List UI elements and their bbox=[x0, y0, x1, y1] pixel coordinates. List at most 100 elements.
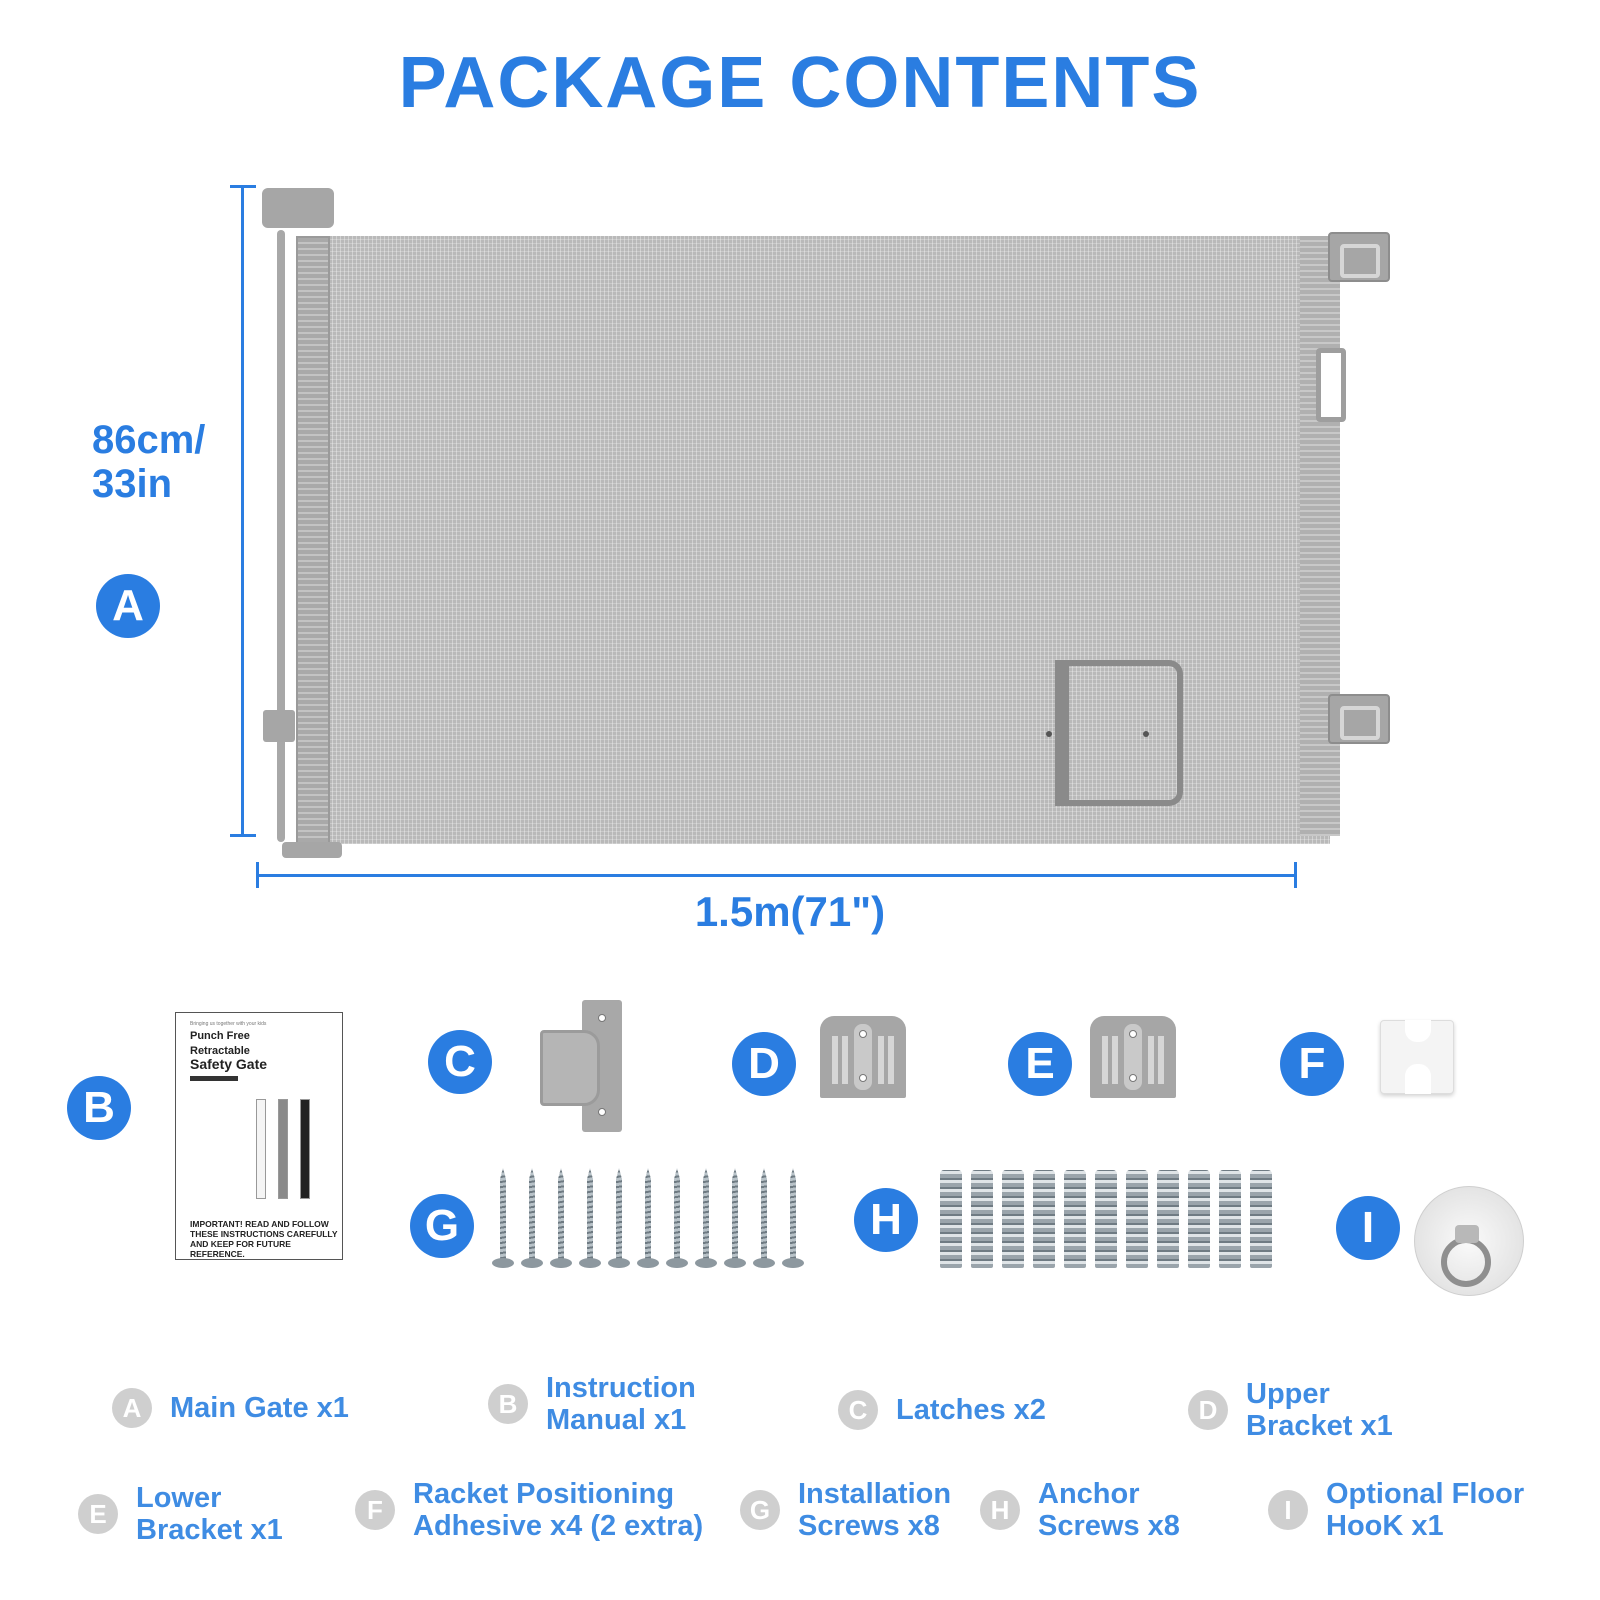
legend-text-d: Upper Bracket x1 bbox=[1246, 1378, 1393, 1442]
upper-bracket-part bbox=[820, 1016, 906, 1098]
legend-badge-b: B bbox=[488, 1384, 528, 1424]
anchor-icon bbox=[1033, 1170, 1055, 1268]
screw-icon bbox=[695, 1168, 717, 1270]
bracket-hole-top bbox=[859, 1030, 867, 1038]
anchor-icon bbox=[940, 1170, 962, 1268]
anchor-screws-part bbox=[940, 1170, 1280, 1274]
anchor-icon bbox=[1219, 1170, 1241, 1268]
anchor-icon bbox=[1002, 1170, 1024, 1268]
legend-text-h: Anchor Screws x8 bbox=[1038, 1478, 1180, 1542]
bracket-rib bbox=[1112, 1036, 1118, 1084]
anchor-icon bbox=[1064, 1170, 1086, 1268]
manual-warning: IMPORTANT! READ AND FOLLOW THESE INSTRUC… bbox=[190, 1219, 338, 1259]
badge-i: I bbox=[1336, 1196, 1400, 1260]
anchor-icon bbox=[1157, 1170, 1179, 1268]
installation-screws-part bbox=[488, 1168, 818, 1278]
bracket-rib bbox=[1148, 1036, 1154, 1084]
legend-item-g: G Installation Screws x8 bbox=[740, 1478, 951, 1542]
screw-icon bbox=[608, 1168, 630, 1270]
screw-icon bbox=[782, 1168, 804, 1270]
anchor-icon bbox=[1095, 1170, 1117, 1268]
legend-text-f: Racket Positioning Adhesive x4 (2 extra) bbox=[413, 1478, 704, 1542]
legend-badge-c: C bbox=[838, 1390, 878, 1430]
legend-text-b: Instruction Manual x1 bbox=[546, 1372, 696, 1436]
height-dimension-cap-bottom bbox=[230, 834, 256, 837]
screw-icon bbox=[753, 1168, 775, 1270]
gate-rod bbox=[277, 230, 285, 842]
bracket-slot bbox=[1124, 1024, 1142, 1090]
legend-item-d: D Upper Bracket x1 bbox=[1188, 1378, 1393, 1442]
adhesive-notch-bottom bbox=[1405, 1064, 1431, 1094]
bracket-hole-bottom bbox=[1129, 1074, 1137, 1082]
manual-tag bbox=[190, 1076, 238, 1081]
screw-icon bbox=[579, 1168, 601, 1270]
badge-b: B bbox=[67, 1076, 131, 1140]
gate-right-edge bbox=[1300, 236, 1340, 836]
width-dimension-line bbox=[256, 874, 1296, 877]
anchor-icon bbox=[1250, 1170, 1272, 1268]
height-label-text: 86cm/ 33in bbox=[92, 418, 206, 506]
legend-badge-a: A bbox=[112, 1388, 152, 1428]
bracket-rib bbox=[842, 1036, 848, 1084]
badge-g: G bbox=[410, 1194, 474, 1258]
adhesive-notch-top bbox=[1405, 1020, 1431, 1042]
screw-icon bbox=[666, 1168, 688, 1270]
latch-part bbox=[540, 1000, 632, 1132]
manual-bar-grey bbox=[278, 1099, 288, 1199]
manual-bar-white bbox=[256, 1099, 266, 1199]
legend-text-c: Latches x2 bbox=[896, 1394, 1046, 1426]
badge-f: F bbox=[1280, 1032, 1344, 1096]
manual-title-line2: Retractable bbox=[190, 1045, 250, 1057]
bracket-slot bbox=[854, 1024, 872, 1090]
door-dot-right bbox=[1143, 731, 1149, 737]
legend-badge-d: D bbox=[1188, 1390, 1228, 1430]
legend-item-e: E Lower Bracket x1 bbox=[78, 1482, 283, 1546]
bracket-rib bbox=[888, 1036, 894, 1084]
badge-d: D bbox=[732, 1032, 796, 1096]
manual-illustration bbox=[256, 1099, 326, 1209]
page-title: PACKAGE CONTENTS bbox=[398, 43, 1202, 123]
legend-text-e: Lower Bracket x1 bbox=[136, 1482, 283, 1546]
bracket-rib bbox=[832, 1036, 838, 1084]
anchor-icon bbox=[971, 1170, 993, 1268]
latch-hole-bottom bbox=[598, 1108, 606, 1116]
floor-hook-part bbox=[1414, 1186, 1524, 1296]
gate-lower-bracket bbox=[1328, 694, 1390, 744]
instruction-manual: Bringing us together with your kids Punc… bbox=[175, 1012, 343, 1260]
height-dimension-line bbox=[241, 186, 244, 836]
gate-pet-door bbox=[1055, 660, 1183, 806]
gate-mid-clip bbox=[263, 710, 295, 742]
legend-item-a: A Main Gate x1 bbox=[112, 1388, 349, 1428]
width-label: 1.5m(71") bbox=[694, 888, 886, 935]
bracket-rib bbox=[1102, 1036, 1108, 1084]
badge-h: H bbox=[854, 1188, 918, 1252]
gate-roller bbox=[296, 236, 330, 846]
badge-a: A bbox=[96, 574, 160, 638]
legend-badge-h: H bbox=[980, 1490, 1020, 1530]
legend-badge-i: I bbox=[1268, 1490, 1308, 1530]
legend-badge-f: F bbox=[355, 1490, 395, 1530]
legend-item-f: F Racket Positioning Adhesive x4 (2 extr… bbox=[355, 1478, 703, 1542]
badge-e: E bbox=[1008, 1032, 1072, 1096]
adhesive-pad-part bbox=[1380, 1020, 1454, 1094]
legend-item-c: C Latches x2 bbox=[838, 1390, 1046, 1430]
bracket-rib bbox=[1158, 1036, 1164, 1084]
bracket-hole-top bbox=[1129, 1030, 1137, 1038]
screw-icon bbox=[521, 1168, 543, 1270]
screw-icon bbox=[550, 1168, 572, 1270]
legend-item-h: H Anchor Screws x8 bbox=[980, 1478, 1180, 1542]
badge-c: C bbox=[428, 1030, 492, 1094]
manual-small-text: Bringing us together with your kids bbox=[190, 1021, 267, 1027]
latch-hole-top bbox=[598, 1014, 606, 1022]
screw-icon bbox=[637, 1168, 659, 1270]
lower-bracket-part bbox=[1090, 1016, 1176, 1098]
gate-bottom-cap bbox=[282, 842, 342, 858]
legend-text-g: Installation Screws x8 bbox=[798, 1478, 952, 1542]
gate-mesh bbox=[320, 236, 1330, 844]
manual-title-line1: Punch Free bbox=[190, 1030, 250, 1042]
gate-handle bbox=[1316, 348, 1346, 422]
screw-icon bbox=[492, 1168, 514, 1270]
latch-body bbox=[540, 1030, 600, 1106]
anchor-icon bbox=[1188, 1170, 1210, 1268]
bracket-hole-bottom bbox=[859, 1074, 867, 1082]
